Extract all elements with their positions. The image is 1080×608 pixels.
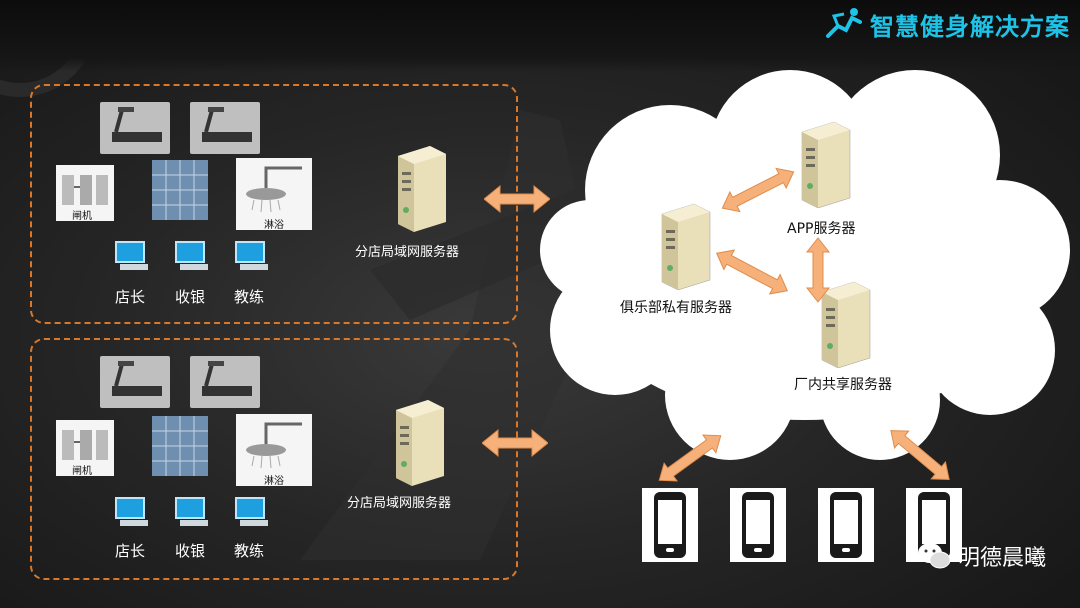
phone-icon (730, 488, 786, 562)
private-server-icon (654, 200, 718, 294)
server-label: 分店局域网服务器 (355, 245, 460, 260)
phone-icon (906, 488, 962, 562)
treadmill-image (190, 356, 260, 408)
app-server-label: APP服务器 (787, 221, 856, 237)
wechat-icon (917, 543, 951, 569)
private-server-label: 俱乐部私有服务器 (620, 300, 732, 316)
treadmill-image (100, 356, 170, 408)
shower-label: 淋浴 (264, 220, 284, 231)
role-computer-icon (232, 494, 272, 534)
role-computer-icon (172, 238, 212, 278)
page-title: 智慧健身解决方案 (870, 12, 1070, 41)
locker-image (152, 416, 208, 476)
double-arrow (482, 428, 548, 458)
store-group-2 (30, 338, 518, 580)
role-label: 店长 (115, 288, 146, 306)
server-label: 分店局域网服务器 (347, 496, 452, 511)
header-bar (0, 0, 1080, 72)
gate-label: 闸机 (72, 211, 92, 222)
role-label: 收银 (175, 542, 206, 560)
phone-icon (642, 488, 698, 562)
watermark-text: 明德晨曦 (957, 546, 1046, 571)
cloud-shape (540, 70, 1070, 460)
role-label: 教练 (234, 542, 265, 560)
role-label: 店长 (115, 542, 146, 560)
runner-logo-icon (826, 8, 862, 38)
server-icon (388, 396, 452, 490)
shared-server-label: 厂内共享服务器 (794, 377, 892, 393)
server-icon (390, 142, 454, 236)
app-server-icon (794, 118, 858, 212)
gate-image: 闸机 (56, 165, 114, 222)
role-computer-icon (112, 238, 152, 278)
shower-label: 淋浴 (264, 476, 284, 487)
shared-server-icon (814, 278, 878, 372)
watermark: 明德晨曦 (916, 540, 1046, 572)
gate-image: 闸机 (56, 420, 114, 477)
locker-image (152, 160, 208, 220)
gate-label: 闸机 (72, 466, 92, 477)
role-computer-icon (112, 494, 152, 534)
role-label: 收银 (175, 288, 206, 306)
phone-icon (818, 488, 874, 562)
double-arrow (484, 184, 550, 214)
brand: 智慧健身解决方案 (824, 6, 1070, 42)
role-computer-icon (232, 238, 272, 278)
role-label: 教练 (234, 288, 265, 306)
treadmill-image (100, 102, 170, 154)
shower-image: 淋浴 (236, 414, 312, 487)
treadmill-image (190, 102, 260, 154)
role-computer-icon (172, 494, 212, 534)
shower-image: 淋浴 (236, 158, 312, 231)
